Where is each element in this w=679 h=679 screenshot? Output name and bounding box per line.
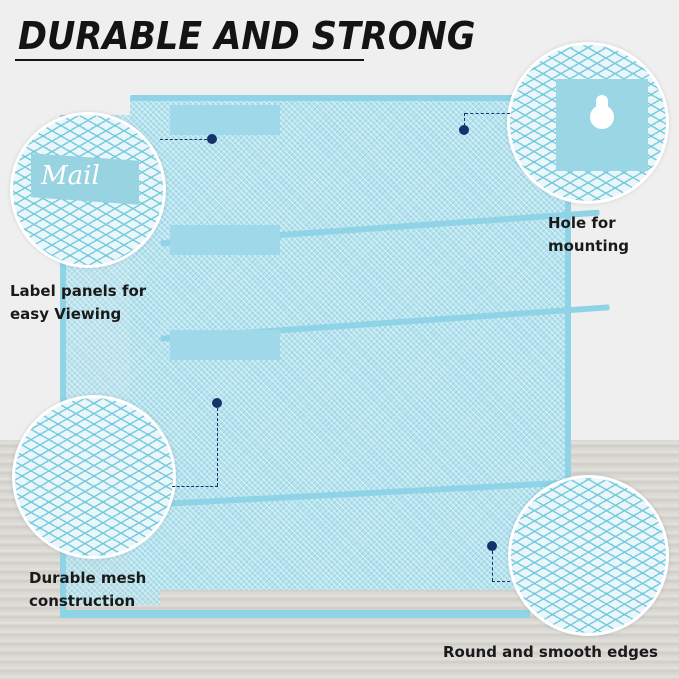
label-panel-3 <box>170 330 280 360</box>
callout-line-mesh-v <box>217 408 218 486</box>
callout-line-mount-v <box>464 113 465 126</box>
callout-dot-edges <box>487 541 497 551</box>
base-rail <box>60 610 530 618</box>
right-post <box>565 95 571 485</box>
callout-label-panels: Label panels for easy Viewing <box>10 282 147 323</box>
left-post <box>60 115 66 615</box>
inset-mounting-hole <box>507 42 669 204</box>
callout-line-mesh <box>172 486 218 487</box>
callout-line-label <box>160 139 212 140</box>
callout-dot-mount <box>459 125 469 135</box>
label-panel-2 <box>170 225 280 255</box>
callout-line-edges-v <box>492 551 493 581</box>
callout-mounting-hole: Hole for mounting <box>548 214 630 255</box>
callout-edges: Round and smooth edges <box>443 643 658 661</box>
callout-line-mount <box>465 113 510 114</box>
inset-label-panel: Mail <box>10 112 166 268</box>
callout-dot-mesh <box>212 398 222 408</box>
label-panel-1 <box>170 105 280 135</box>
keyhole-icon <box>590 105 614 129</box>
inset-mesh <box>12 395 176 559</box>
top-rail <box>130 95 570 101</box>
mail-label-text: Mail <box>41 161 100 191</box>
page-title: DURABLE AND STRONG <box>18 14 476 58</box>
title-underline <box>15 59 364 61</box>
inset-edges <box>508 475 669 636</box>
callout-dot-label <box>207 134 217 144</box>
callout-mesh: Durable mesh construction <box>29 569 147 610</box>
callout-line-edges <box>492 581 510 582</box>
